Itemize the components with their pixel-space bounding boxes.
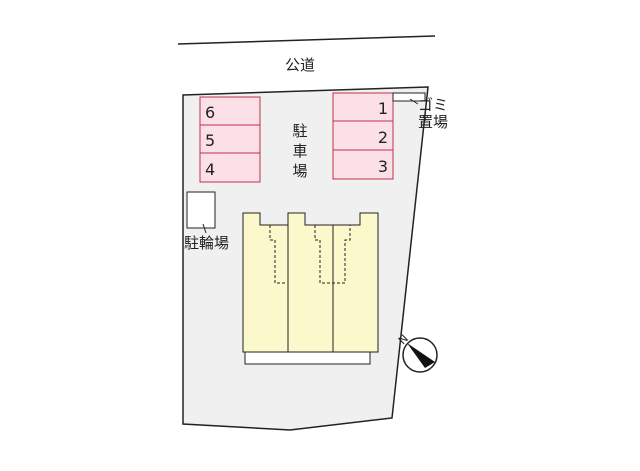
garbage-area: [392, 92, 426, 102]
slot-number: 5: [205, 131, 215, 150]
north-arrow-icon: N: [396, 332, 438, 373]
parking-slot: [332, 149, 394, 180]
parking-label: 車: [292, 142, 307, 160]
parking-slot: [199, 96, 261, 126]
building: [242, 212, 379, 365]
porch-strip: [244, 351, 371, 365]
leader-line: [409, 98, 419, 105]
garbage-label: 置場: [418, 113, 448, 131]
unit-1: [242, 212, 289, 353]
leader-line: [202, 223, 207, 234]
road-label: 公道: [285, 56, 315, 74]
slot-number: 2: [378, 128, 388, 147]
slot-number: 1: [378, 99, 388, 118]
bike-shed: [186, 191, 216, 229]
bike-parking-label: 駐輪場: [184, 234, 229, 252]
unit-2: [287, 212, 334, 353]
garbage-label: ゴミ: [418, 96, 448, 114]
slot-number: 6: [205, 103, 215, 122]
parking-label: 場: [292, 162, 307, 180]
slot-number: 4: [205, 160, 215, 179]
road-line: [177, 35, 436, 45]
stair-outline: [269, 225, 285, 284]
parking-left: 6 5 4: [199, 96, 261, 183]
unit-3: [332, 212, 379, 353]
slot-number: 3: [378, 157, 388, 176]
parking-slot: [332, 92, 394, 122]
parking-slot: [199, 152, 261, 183]
stair-outline: [314, 225, 351, 284]
parking-label: 駐: [292, 122, 307, 140]
parking-right: 1 2 3: [332, 92, 394, 180]
